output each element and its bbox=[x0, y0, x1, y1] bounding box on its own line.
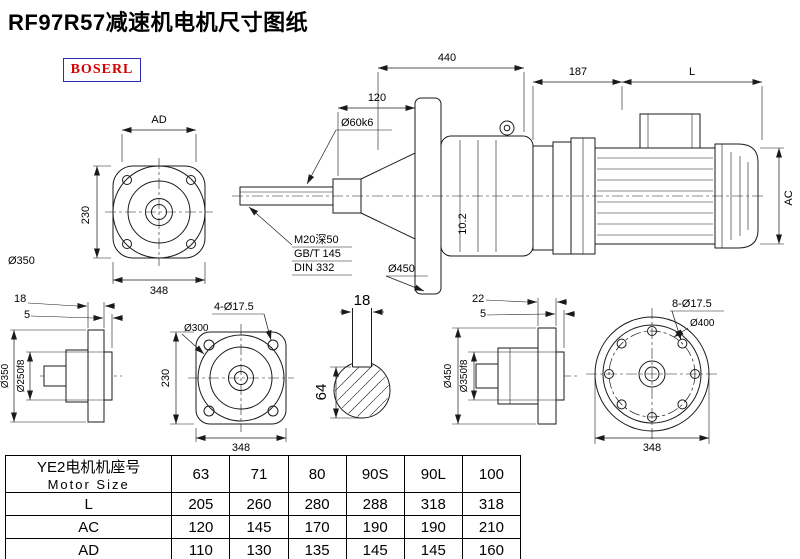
view-flange-front-small: 4-Ø17.5 Ø300 230 348 bbox=[160, 301, 294, 454]
din-note-label: DIN 332 bbox=[294, 262, 334, 274]
dim-22-label: 22 bbox=[472, 293, 484, 305]
table-row-l: L 205 260 280 288 318 318 bbox=[4, 492, 522, 516]
dim-bolt-holes-small-label: 4-Ø17.5 bbox=[214, 301, 254, 313]
table-row-ac: AC 120 145 170 190 190 210 bbox=[4, 515, 522, 539]
table-col-header: 71 bbox=[229, 455, 289, 493]
table-col-header: 90S bbox=[345, 455, 405, 493]
row-label: L bbox=[4, 492, 173, 516]
dim-10-2-label: 10.2 bbox=[457, 213, 469, 234]
table-cell: 288 bbox=[345, 492, 405, 516]
dim-348-label: 348 bbox=[150, 285, 168, 297]
table-cell: 135 bbox=[287, 538, 347, 559]
dim-bolt-holes-large-label: 8-Ø17.5 bbox=[672, 298, 712, 310]
table-col-header: 63 bbox=[171, 455, 231, 493]
header-cn: YE2电机机座号 bbox=[36, 459, 141, 476]
table-cell: 205 bbox=[171, 492, 231, 516]
table-cell: 130 bbox=[229, 538, 289, 559]
table-cell: 190 bbox=[403, 515, 463, 539]
view-side-main: 440 120 Ø60k6 M20深50 GB/T 145 DIN 332 Ø4… bbox=[239, 52, 534, 295]
page-title: RF97R57减速机电机尺寸图纸 bbox=[8, 10, 309, 35]
dim-230-small-label: 230 bbox=[160, 369, 172, 387]
dim-o400-label: Ø400 bbox=[690, 318, 715, 329]
table-cell: 110 bbox=[171, 538, 231, 559]
dim-230-label: 230 bbox=[80, 206, 92, 224]
dim-key-height-label: 64 bbox=[313, 384, 330, 401]
shaft-diameter-label: Ø60k6 bbox=[341, 117, 373, 129]
table-cell: 145 bbox=[229, 515, 289, 539]
table-cell: 190 bbox=[345, 515, 405, 539]
technical-drawing: AD 230 Ø350 348 440 120 Ø60k6 M20深50 G bbox=[0, 52, 795, 454]
view-flange-side-small: Ø350 Ø250f8 18 5 bbox=[0, 293, 123, 423]
dim-od-small-label: Ø350 bbox=[0, 363, 11, 388]
view-motor: 187 L AC bbox=[532, 66, 795, 255]
table-cell: 318 bbox=[403, 492, 463, 516]
std-note-label: GB/T 145 bbox=[294, 248, 341, 260]
dim-spigot-small-label: Ø250f8 bbox=[16, 359, 27, 392]
view-front-flange-top: AD 230 Ø350 348 bbox=[8, 114, 213, 297]
table-cell: 170 bbox=[287, 515, 347, 539]
dim-5-large-label: 5 bbox=[480, 308, 486, 320]
table-header-row: YE2电机机座号 Motor Size 63 71 80 90S 90L 100 bbox=[4, 455, 522, 493]
dim-o300-label: Ø300 bbox=[184, 323, 209, 334]
table-col-header: 90L bbox=[403, 455, 463, 493]
dim-l-label: L bbox=[689, 66, 695, 78]
table-row-ad: AD 110 130 135 145 145 160 bbox=[4, 538, 522, 559]
brand-logo: BOSERL bbox=[63, 58, 141, 82]
table-cell: 210 bbox=[461, 515, 522, 539]
table-cell: 280 bbox=[287, 492, 347, 516]
dim-348-rear-label: 348 bbox=[643, 442, 661, 454]
table-corner-header: YE2电机机座号 Motor Size bbox=[4, 455, 173, 493]
dim-120-label: 120 bbox=[368, 92, 386, 104]
table-cell: 260 bbox=[229, 492, 289, 516]
table-col-header: 80 bbox=[287, 455, 347, 493]
motor-size-table: YE2电机机座号 Motor Size 63 71 80 90S 90L 100… bbox=[4, 455, 522, 559]
dim-key-width-label: 18 bbox=[354, 292, 371, 309]
dim-440-label: 440 bbox=[438, 52, 456, 64]
dim-ac-label: AC bbox=[783, 190, 795, 205]
row-label: AC bbox=[4, 515, 173, 539]
thread-note-label: M20深50 bbox=[294, 233, 339, 246]
view-flange-rear: 8-Ø17.5 Ø400 348 bbox=[586, 298, 724, 454]
terminal-box bbox=[639, 113, 701, 149]
dim-348-small-label: 348 bbox=[232, 442, 250, 454]
dim-o450-label: Ø450 bbox=[388, 263, 415, 275]
dim-spigot-large-label: Ø350f8 bbox=[459, 359, 470, 392]
dim-5-small-label: 5 bbox=[24, 309, 30, 321]
view-flange-side-large: Ø450 Ø350f8 22 5 bbox=[443, 293, 580, 425]
table-cell: 318 bbox=[461, 492, 522, 516]
dim-ad-label: AD bbox=[151, 114, 166, 126]
view-shaft-section: 18 64 bbox=[313, 292, 391, 419]
table-cell: 120 bbox=[171, 515, 231, 539]
dim-od-large-label: Ø450 bbox=[443, 363, 454, 388]
header-en: Motor Size bbox=[47, 477, 130, 492]
lifting-eye bbox=[499, 120, 515, 136]
row-label: AD bbox=[4, 538, 173, 559]
dim-187-label: 187 bbox=[569, 66, 587, 78]
dim-o350-label: Ø350 bbox=[8, 255, 35, 267]
table-cell: 145 bbox=[345, 538, 405, 559]
dim-18-label: 18 bbox=[14, 293, 26, 305]
table-cell: 160 bbox=[461, 538, 522, 559]
table-cell: 145 bbox=[403, 538, 463, 559]
table-col-header: 100 bbox=[461, 455, 522, 493]
